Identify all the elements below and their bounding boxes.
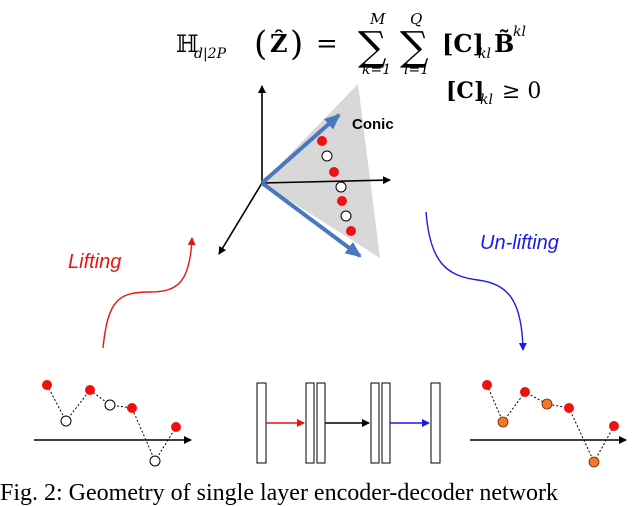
orange-dot <box>541 398 553 410</box>
figure-caption: Fig. 2: Geometry of single layer encoder… <box>0 480 558 506</box>
layer-box <box>381 382 391 464</box>
hollow-dot <box>60 415 72 427</box>
conic-label: Conic <box>352 116 394 133</box>
sum1-sigma: ∑ <box>358 24 387 70</box>
constraint-rel: ≥ 0 <box>502 79 541 104</box>
red-dot <box>42 380 52 390</box>
formula-equals: = <box>316 29 338 59</box>
red-dot <box>329 167 339 177</box>
constraint-sub: kl <box>480 92 493 108</box>
layer-box <box>305 382 315 464</box>
hollow-dot <box>340 210 352 222</box>
formula-left-paren: ( <box>254 24 267 64</box>
red-dot <box>317 136 327 146</box>
layer-box <box>370 382 380 464</box>
sum2-bottom: l=1 <box>404 62 429 78</box>
layer-box <box>256 382 267 464</box>
red-dot <box>346 226 356 236</box>
lifting-arrow: Lifting <box>68 237 196 349</box>
formula-lhs-symbol: ℍ <box>176 30 199 58</box>
red-dot <box>85 385 95 395</box>
term-c-sub: kl <box>478 46 491 62</box>
formula: ℍ d|2P ( Ẑ ) = M ∑ k=1 Q ∑ l=1 [C] kl B̃… <box>176 10 541 108</box>
unlifting-label: Un-lifting <box>480 232 559 254</box>
cone-region <box>262 84 380 258</box>
term-b-sup: kl <box>513 24 526 40</box>
hollow-dot <box>335 181 347 193</box>
lifting-label: Lifting <box>68 251 121 273</box>
input-signal <box>34 380 192 467</box>
orange-dot <box>497 416 509 428</box>
red-dot <box>520 387 530 397</box>
formula-lhs-arg: Ẑ <box>270 29 288 58</box>
red-dot <box>482 380 492 390</box>
term-b: B̃ <box>494 29 514 58</box>
cone-arrow-lower <box>260 181 362 258</box>
formula-right-paren: ) <box>290 24 303 64</box>
hollow-dot <box>104 399 116 411</box>
hollow-dot <box>149 455 161 467</box>
axis-arrow <box>218 182 263 255</box>
constraint-c: [C] <box>446 78 484 104</box>
formula-lhs-sub: d|2P <box>194 46 227 62</box>
layer-box <box>430 382 441 464</box>
red-dot <box>337 196 347 206</box>
red-dot <box>609 421 619 431</box>
sum1-top: M <box>369 10 386 28</box>
output-signal <box>470 380 627 468</box>
hollow-dot <box>321 150 333 162</box>
unlifting-arrow: Un-lifting <box>425 211 559 351</box>
cone-diagram: Conic <box>218 84 394 258</box>
red-dot <box>171 422 181 432</box>
sum2-sigma: ∑ <box>400 24 429 70</box>
orange-dot <box>588 456 600 468</box>
cone-arrow-upper <box>260 113 341 185</box>
sum1-bottom: k=1 <box>362 62 391 78</box>
sum2-top: Q <box>410 10 422 28</box>
red-dot <box>564 403 574 413</box>
network <box>256 382 441 464</box>
red-dot <box>127 403 137 413</box>
axis-arrow <box>261 176 391 185</box>
layer-box <box>316 382 326 464</box>
term-c: [C] <box>442 29 484 58</box>
